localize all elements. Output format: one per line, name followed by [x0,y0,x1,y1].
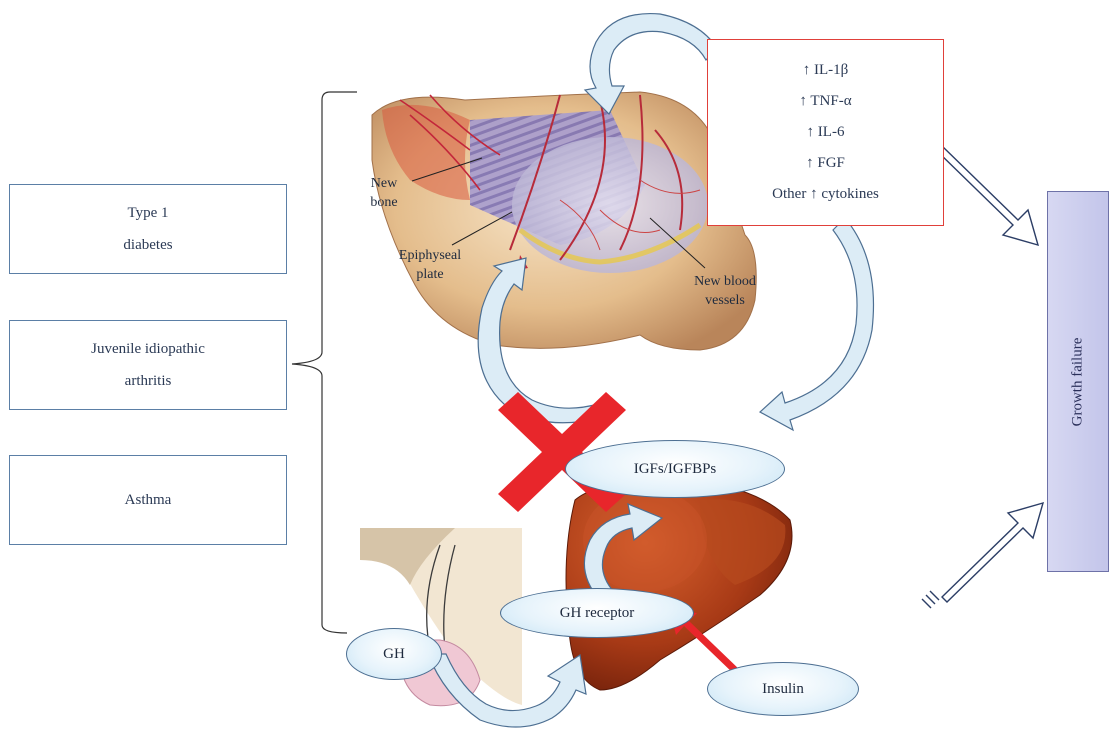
gh-node: GH [346,628,442,680]
label-line: vessels [680,291,770,310]
gh-label: GH [383,646,405,663]
disease-label: Asthma [125,484,172,516]
label-line: New blood [680,272,770,291]
cytokine-tnfa: ↑ TNF-α [799,86,851,117]
cytokine-to-igfs-arrow [760,218,873,430]
disease-label: diabetes [123,229,172,261]
growth-failure-bar: Growth failure [1047,191,1109,572]
gh-receptor-node: GH receptor [500,588,694,638]
new-blood-vessels-label: New blood vessels [680,272,770,310]
label-line: plate [385,265,475,284]
label-line: bone [356,193,412,212]
cytokine-il6: ↑ IL-6 [807,117,845,148]
disease-box-jia: Juvenile idiopathic arthritis [9,320,287,410]
disease-label: Juvenile idiopathic [91,333,205,365]
label-line: Epiphyseal [385,246,475,265]
igfs-node: IGFs/IGFBPs [565,440,785,498]
cytokine-box: ↑ IL-1β ↑ TNF-α ↑ IL-6 ↑ FGF Other ↑ cyt… [707,39,944,226]
cytokine-other: Other ↑ cytokines [772,179,879,210]
growth-failure-label: Growth failure [1070,337,1087,426]
gh-receptor-label: GH receptor [560,605,635,622]
epiphyseal-plate-label: Epiphyseal plate [385,246,475,284]
disease-label: arthritis [125,365,172,397]
disease-box-type1-diabetes: Type 1 diabetes [9,184,287,274]
insulin-node: Insulin [707,662,859,716]
disease-label: Type 1 [127,197,168,229]
label-line: New [356,174,412,193]
bone-illustration [372,92,756,350]
new-bone-label: New bone [356,174,412,212]
insulin-label: Insulin [762,681,804,698]
igfs-label: IGFs/IGFBPs [634,461,717,478]
cytokine-fgf: ↑ FGF [806,148,845,179]
insulin-to-growth-arrow [922,503,1043,608]
cytokine-il1b: ↑ IL-1β [803,55,849,86]
disease-box-asthma: Asthma [9,455,287,545]
disease-brace [292,92,357,633]
